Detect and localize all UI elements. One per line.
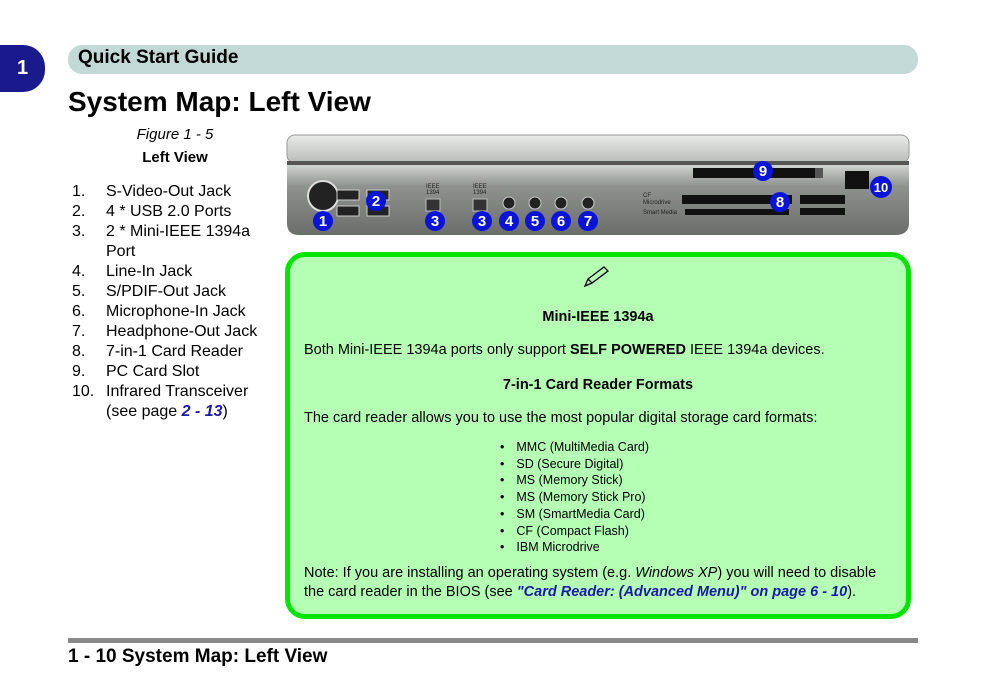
page-link[interactable]: 2 - 13 [181,403,223,420]
item-number: 7. [72,323,86,340]
item-label: Infrared Transceiver(see page 2 - 13) [106,383,249,420]
component-list: 1. S-Video-Out Jack 2. 4 * USB 2.0 Ports 3… [72,182,266,422]
card-reader-bios-link[interactable]: "Card Reader: (Advanced Menu)" on page 6… [516,584,848,600]
item-label: 4 * USB 2.0 Ports [106,203,232,220]
item-number: 4. [72,263,86,280]
list-item: 10. Infrared Transceiver(see page 2 - 13) [72,382,266,422]
item-number: 6. [72,303,86,320]
callout-marker [578,211,598,231]
item-number: 2. [72,203,86,220]
list-item: 6. Microphone-In Jack [72,302,266,322]
figure-title: Left View [142,149,208,166]
callout-number: 4 [505,213,514,230]
list-item: SM (SmartMedia Card) [500,506,649,523]
callout-number: 1 [319,213,327,230]
callout-number: 8 [776,194,784,211]
list-item: 3. 2 * Mini-IEEE 1394a Port [72,222,266,262]
callout-number: 10 [874,180,888,195]
item-label: 2 * Mini-IEEE 1394a Port [106,223,251,260]
svg-text:Microdrive: Microdrive [643,200,671,206]
list-item: 2. 4 * USB 2.0 Ports [72,202,266,222]
list-item: MS (Memory Stick Pro) [500,489,649,506]
item-number: 5. [72,283,86,300]
figure-caption: Figure 1 - 5 Left View [95,126,255,166]
callout-number: 5 [531,213,539,230]
item-label: Microphone-In Jack [106,303,246,320]
svg-text:1394: 1394 [473,190,487,196]
note-box: Mini-IEEE 1394a Both Mini-IEEE 1394a por… [285,252,911,619]
callout-number: 9 [759,163,767,180]
card-format-list: MMC (MultiMedia Card) SD (Secure Digital… [500,439,649,556]
svg-text:1394: 1394 [426,190,440,196]
callout-marker [870,176,892,198]
list-item: 8. 7-in-1 Card Reader [72,342,266,362]
callout-number: 6 [557,213,565,230]
page-title: System Map: Left View [68,86,371,117]
note-paragraph-bios: Note: If you are installing an operating… [304,565,877,600]
callout-marker [425,211,445,231]
list-item: IBM Microdrive [500,539,649,556]
list-item: SD (Secure Digital) [500,456,649,473]
pencil-icon [583,266,609,288]
list-item: 9. PC Card Slot [72,362,266,382]
list-item: CF (Compact Flash) [500,523,649,540]
item-number: 1. [72,183,86,200]
list-item: 5. S/PDIF-Out Jack [72,282,266,302]
figure-number: Figure 1 - 5 [136,126,214,143]
note-heading-1394: Mini-IEEE 1394a [542,309,654,325]
list-item: 4. Line-In Jack [72,262,266,282]
svg-text:IEEE: IEEE [473,184,487,190]
callout-marker [366,191,386,211]
callout-marker [499,211,519,231]
item-number: 3. [72,223,86,240]
callout-number: 7 [584,213,592,230]
callout-marker [472,211,492,231]
callout-marker [551,211,571,231]
list-item: 1. S-Video-Out Jack [72,182,266,202]
footer-rule [68,638,918,643]
item-label: S/PDIF-Out Jack [106,283,227,300]
item-number: 9. [72,363,86,380]
svg-text:IEEE: IEEE [426,184,440,190]
svg-text:Smart Media: Smart Media [643,210,678,216]
chapter-tab: 1 [0,45,45,92]
note-paragraph-1394: Both Mini-IEEE 1394a ports only support … [304,342,825,358]
callout-number: 3 [431,213,439,230]
svg-text:CF: CF [643,193,651,199]
list-item: 7. Headphone-Out Jack [72,322,266,342]
list-item: MS (Memory Stick) [500,472,649,489]
callout-marker [753,161,773,181]
item-number: 8. [72,343,86,360]
callout-number: 3 [478,213,486,230]
note-paragraph-card-reader: The card reader allows you to use the mo… [304,410,818,426]
item-label: Headphone-Out Jack [106,323,258,340]
item-label: 7-in-1 Card Reader [106,343,243,360]
callout-number: 2 [372,193,380,210]
page-footer: 1 - 10 System Map: Left View [68,646,328,667]
item-label: PC Card Slot [106,363,200,380]
list-item: MMC (MultiMedia Card) [500,439,649,456]
note-heading-card-reader: 7-in-1 Card Reader Formats [502,377,694,393]
callout-marker [525,211,545,231]
callout-marker [313,211,333,231]
callout-marker [770,192,790,212]
item-number: 10. [72,383,95,400]
item-label: Line-In Jack [106,263,193,280]
item-label: S-Video-Out Jack [106,183,232,200]
section-header: Quick Start Guide [68,45,918,74]
